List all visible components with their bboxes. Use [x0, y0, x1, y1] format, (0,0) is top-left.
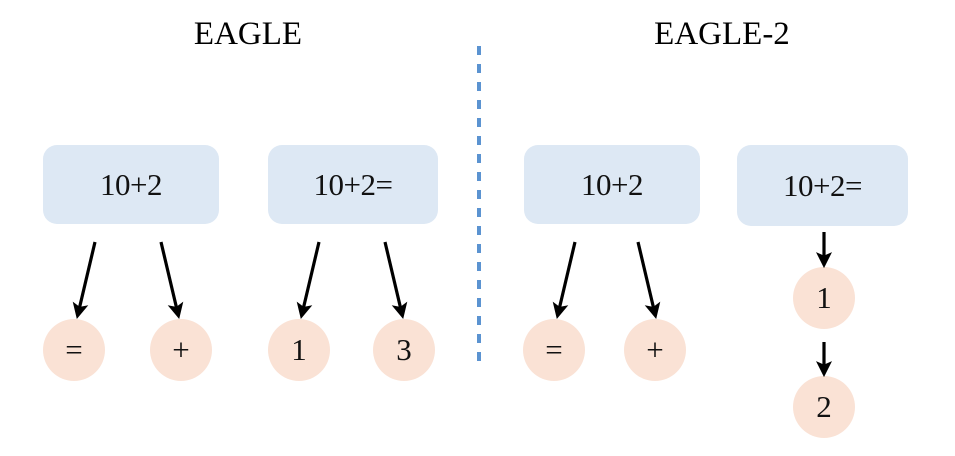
- arrow-box-3-to-c-plus-2: [636, 241, 661, 319]
- token-box-prefix-eagle-2[interactable]: 10+2=: [268, 145, 438, 224]
- token-circle-two-eagle2[interactable]: 2: [793, 376, 855, 438]
- token-circle-equals-eagle-1[interactable]: =: [43, 319, 105, 381]
- token-box-prefix-eagle2-1[interactable]: 10+2: [524, 145, 700, 224]
- arrow-box-3-to-c-eq-2: [552, 241, 577, 319]
- token-circle-equals-eagle2[interactable]: =: [523, 319, 585, 381]
- arrow-box-2-to-c-one-1: [296, 241, 321, 319]
- arrow-box-1-to-c-eq-1: [72, 241, 97, 319]
- token-box-prefix-eagle-1[interactable]: 10+2: [43, 145, 219, 224]
- token-circle-three-eagle-1[interactable]: 3: [373, 319, 435, 381]
- arrow-box-2-to-c-three: [383, 241, 408, 319]
- token-box-prefix-eagle2-2[interactable]: 10+2=: [737, 145, 908, 226]
- panel-title-eagle-2: EAGLE-2: [654, 16, 790, 52]
- token-circle-plus-eagle2[interactable]: +: [624, 319, 686, 381]
- token-circle-one-eagle2[interactable]: 1: [793, 267, 855, 329]
- panel-title-eagle: EAGLE: [193, 16, 303, 52]
- token-circle-one-eagle-1[interactable]: 1: [268, 319, 330, 381]
- token-circle-plus-eagle-1[interactable]: +: [150, 319, 212, 381]
- arrow-box-1-to-c-plus-1: [159, 241, 184, 319]
